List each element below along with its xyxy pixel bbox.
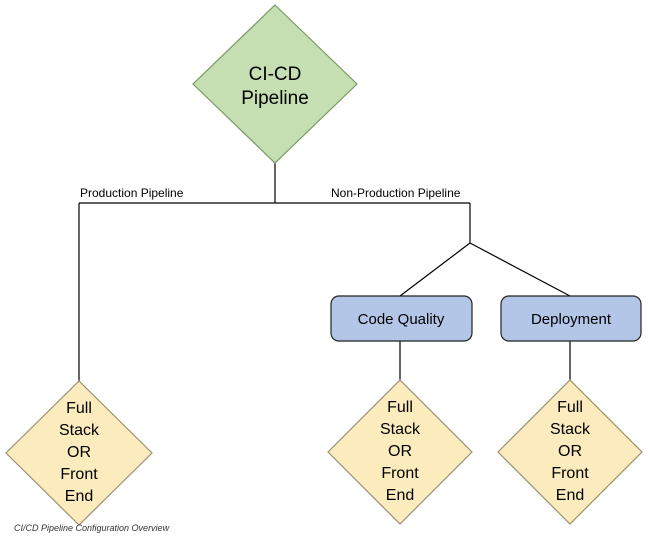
leaf-node-production: Full Stack OR Front End: [5, 380, 153, 526]
leaf-label-line: Front: [551, 465, 589, 482]
leaf-label-line: Stack: [380, 421, 421, 438]
figure-caption: CI/CD Pipeline Configuration Overview: [14, 523, 170, 533]
leaf-diamond-shape: [327, 379, 473, 525]
production-pipeline-label: Production Pipeline: [80, 186, 184, 200]
connector-to-code-quality: [399, 242, 471, 297]
root-label-line-2: Pipeline: [241, 88, 309, 109]
leaf-label-line: OR: [388, 443, 412, 460]
root-diamond-shape: [192, 4, 358, 164]
deployment-box: [500, 295, 642, 342]
code-quality-label: Code Quality: [358, 311, 445, 328]
connector-lines: [78, 162, 571, 381]
leaf-label-line: Front: [60, 466, 98, 483]
leaf-label-line: End: [556, 487, 584, 504]
leaf-diamond-shape: [5, 380, 153, 526]
code-quality-stage: Code Quality: [330, 295, 473, 342]
leaf-node-code-quality: Full Stack OR Front End: [327, 379, 473, 525]
leaf-diamond-shape: [497, 379, 643, 525]
leaf-label-line: OR: [67, 444, 91, 461]
leaf-label-line: OR: [558, 443, 582, 460]
leaf-node-deployment: Full Stack OR Front End: [497, 379, 643, 525]
root-node: CI-CD Pipeline: [192, 4, 358, 164]
deployment-label: Deployment: [531, 311, 612, 328]
leaf-label-line: Stack: [550, 421, 591, 438]
non-production-pipeline-label: Non-Production Pipeline: [331, 186, 461, 200]
root-label-line-1: CI-CD: [249, 64, 302, 85]
leaf-label-line: Full: [66, 400, 92, 417]
leaf-label-line: End: [386, 487, 414, 504]
leaf-label-line: End: [65, 488, 93, 505]
leaf-label-line: Stack: [59, 422, 100, 439]
leaf-label-line: Full: [557, 399, 583, 416]
code-quality-box: [330, 295, 473, 342]
connector-to-deployment: [469, 242, 571, 297]
leaf-label-line: Full: [387, 399, 413, 416]
deployment-stage: Deployment: [500, 295, 642, 342]
leaf-label-line: Front: [381, 465, 419, 482]
